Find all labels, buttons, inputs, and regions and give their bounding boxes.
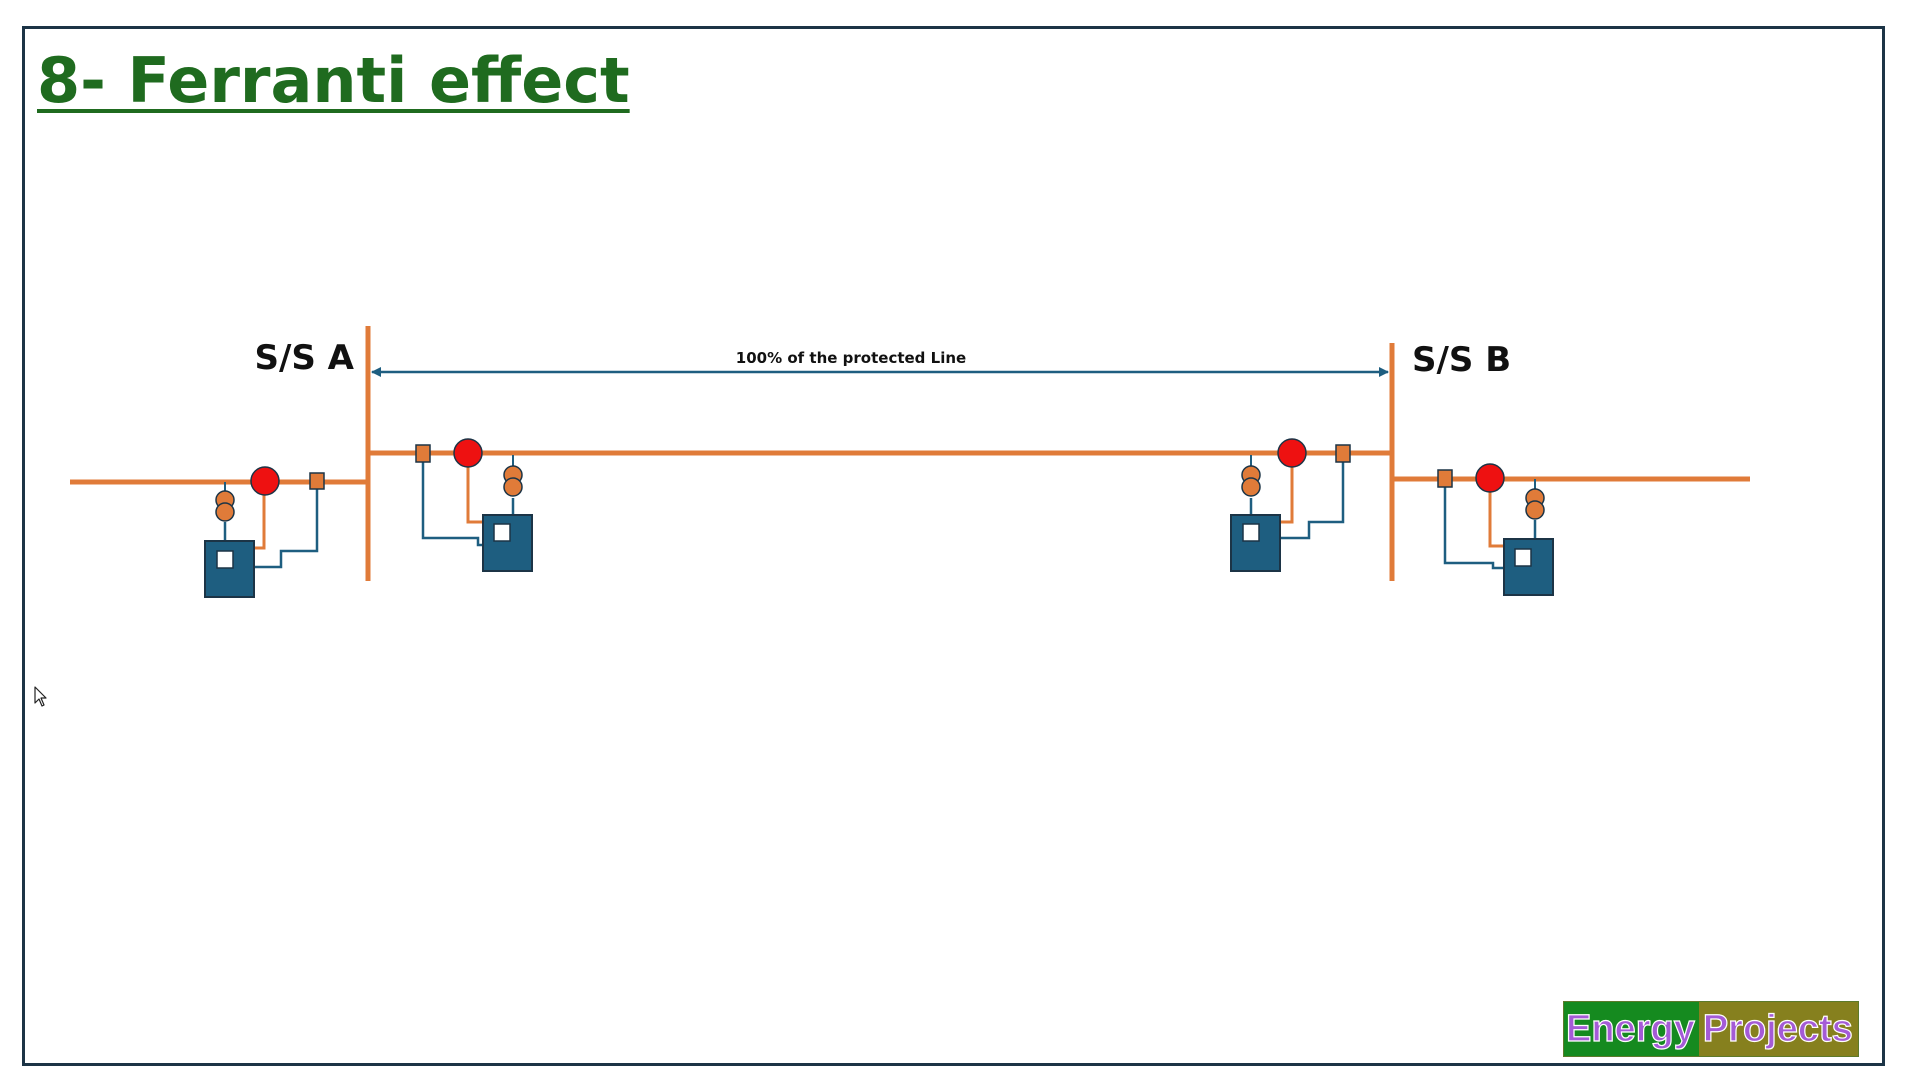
ct-wire	[466, 465, 485, 524]
logo-word-energy: Energy	[1564, 1002, 1699, 1056]
substation-a-label: S/S A	[254, 338, 354, 378]
protection-group-a-line	[415, 438, 533, 572]
slide-frame	[22, 26, 1885, 1066]
current-transformer-icon	[1437, 469, 1453, 488]
ct-wire	[252, 494, 266, 550]
protection-group-a-left	[204, 466, 325, 598]
logo-word-projects: Projects	[1698, 1002, 1858, 1056]
trip-wire	[252, 489, 319, 569]
relay-icon	[204, 540, 255, 598]
mouse-pointer-icon	[34, 686, 47, 707]
circuit-breaker-icon	[453, 438, 483, 468]
energy-projects-logo: Energy Projects	[1564, 1002, 1858, 1056]
relay-window	[216, 550, 234, 569]
trip-wire	[1443, 486, 1504, 570]
ct-wire	[1488, 492, 1504, 548]
current-transformer-icon	[309, 472, 325, 490]
voltage-transformer-icon	[1241, 477, 1261, 497]
relay-window	[1514, 548, 1532, 567]
relay-window	[493, 523, 511, 542]
relay-window	[1242, 523, 1260, 542]
span-label: 100% of the protected Line	[736, 349, 966, 367]
trip-wire	[1280, 462, 1345, 540]
protection-group-b-right	[1437, 463, 1554, 596]
voltage-transformer-icon	[1525, 500, 1545, 520]
ct-wire	[1280, 465, 1294, 524]
substation-b-label: S/S B	[1412, 340, 1511, 380]
trip-wire	[421, 462, 485, 547]
current-transformer-icon	[1335, 444, 1351, 463]
voltage-transformer-icon	[215, 502, 235, 522]
protection-group-b-line	[1230, 438, 1351, 572]
current-transformer-icon	[415, 444, 431, 463]
circuit-breaker-icon	[1475, 463, 1505, 493]
voltage-transformer-icon	[503, 477, 523, 497]
slide-title: 8- Ferranti effect	[37, 44, 630, 117]
relay-icon	[1503, 538, 1554, 596]
circuit-breaker-icon	[250, 466, 280, 496]
circuit-breaker-icon	[1277, 438, 1307, 468]
